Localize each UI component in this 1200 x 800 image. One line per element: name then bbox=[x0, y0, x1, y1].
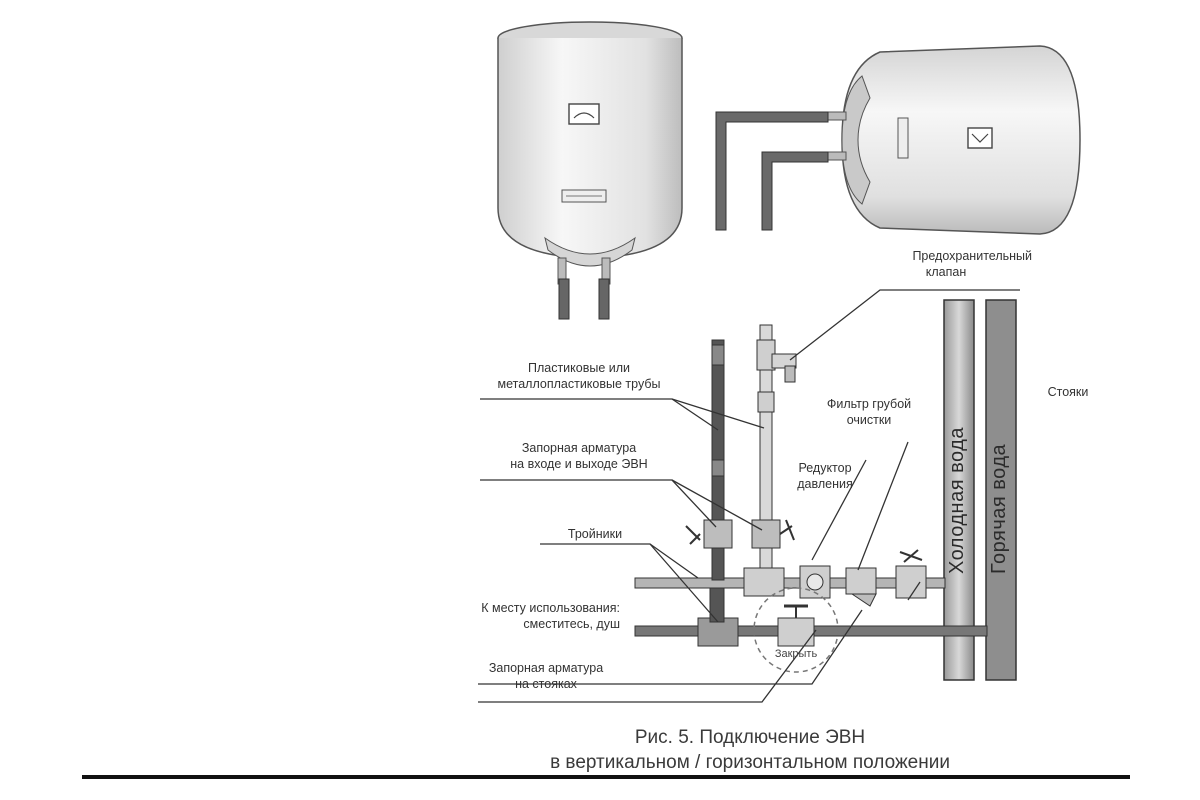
vertical-water-heater bbox=[497, 21, 683, 320]
thermometer-icon bbox=[568, 103, 600, 125]
thermometer-icon bbox=[967, 127, 993, 149]
risers bbox=[943, 299, 1017, 681]
safety-valve bbox=[771, 353, 797, 383]
bottom-rule bbox=[82, 775, 1130, 779]
label-hot-water: Горячая вода bbox=[988, 443, 1010, 574]
figure-caption: Рис. 5. Подключение ЭВН в вертикальном /… bbox=[470, 725, 1030, 775]
horizontal-water-heater bbox=[825, 45, 1081, 235]
label-pipes: Пластиковые или металлопластиковые трубы bbox=[497, 361, 661, 391]
label-shutoff-evn: Запорная арматура на входе и выходе ЭВН bbox=[510, 441, 648, 471]
label-usage: К месту использования: сместитесь, душ bbox=[481, 601, 620, 631]
shutoff-valves-evn bbox=[685, 519, 795, 549]
label-risers: Стояки bbox=[1047, 385, 1089, 399]
elbow-pipes bbox=[715, 111, 829, 231]
cold-water-riser bbox=[943, 299, 975, 681]
caption-line-1: Рис. 5. Подключение ЭВН bbox=[634, 727, 866, 748]
label-reducer: Редуктор давления bbox=[797, 461, 853, 491]
leader-lines bbox=[478, 289, 1020, 703]
label-close: Закрыть bbox=[774, 648, 818, 660]
riser-shutoff-cold bbox=[895, 549, 927, 599]
brand-plate bbox=[897, 117, 909, 159]
label-safety-valve: Предохранительный клапан bbox=[912, 249, 1032, 279]
hot-water-riser bbox=[985, 299, 1017, 681]
label-filter: Фильтр грубой очистки bbox=[826, 397, 912, 427]
tees bbox=[697, 567, 785, 647]
label-tees: Тройники bbox=[567, 527, 623, 541]
caption-line-2: в вертикальном / горизонтальном положени… bbox=[550, 752, 950, 773]
label-cold-water: Холодная вода bbox=[946, 427, 968, 574]
coarse-filter bbox=[845, 567, 877, 607]
label-shutoff-risers: Запорная арматура на стояках bbox=[488, 661, 604, 691]
